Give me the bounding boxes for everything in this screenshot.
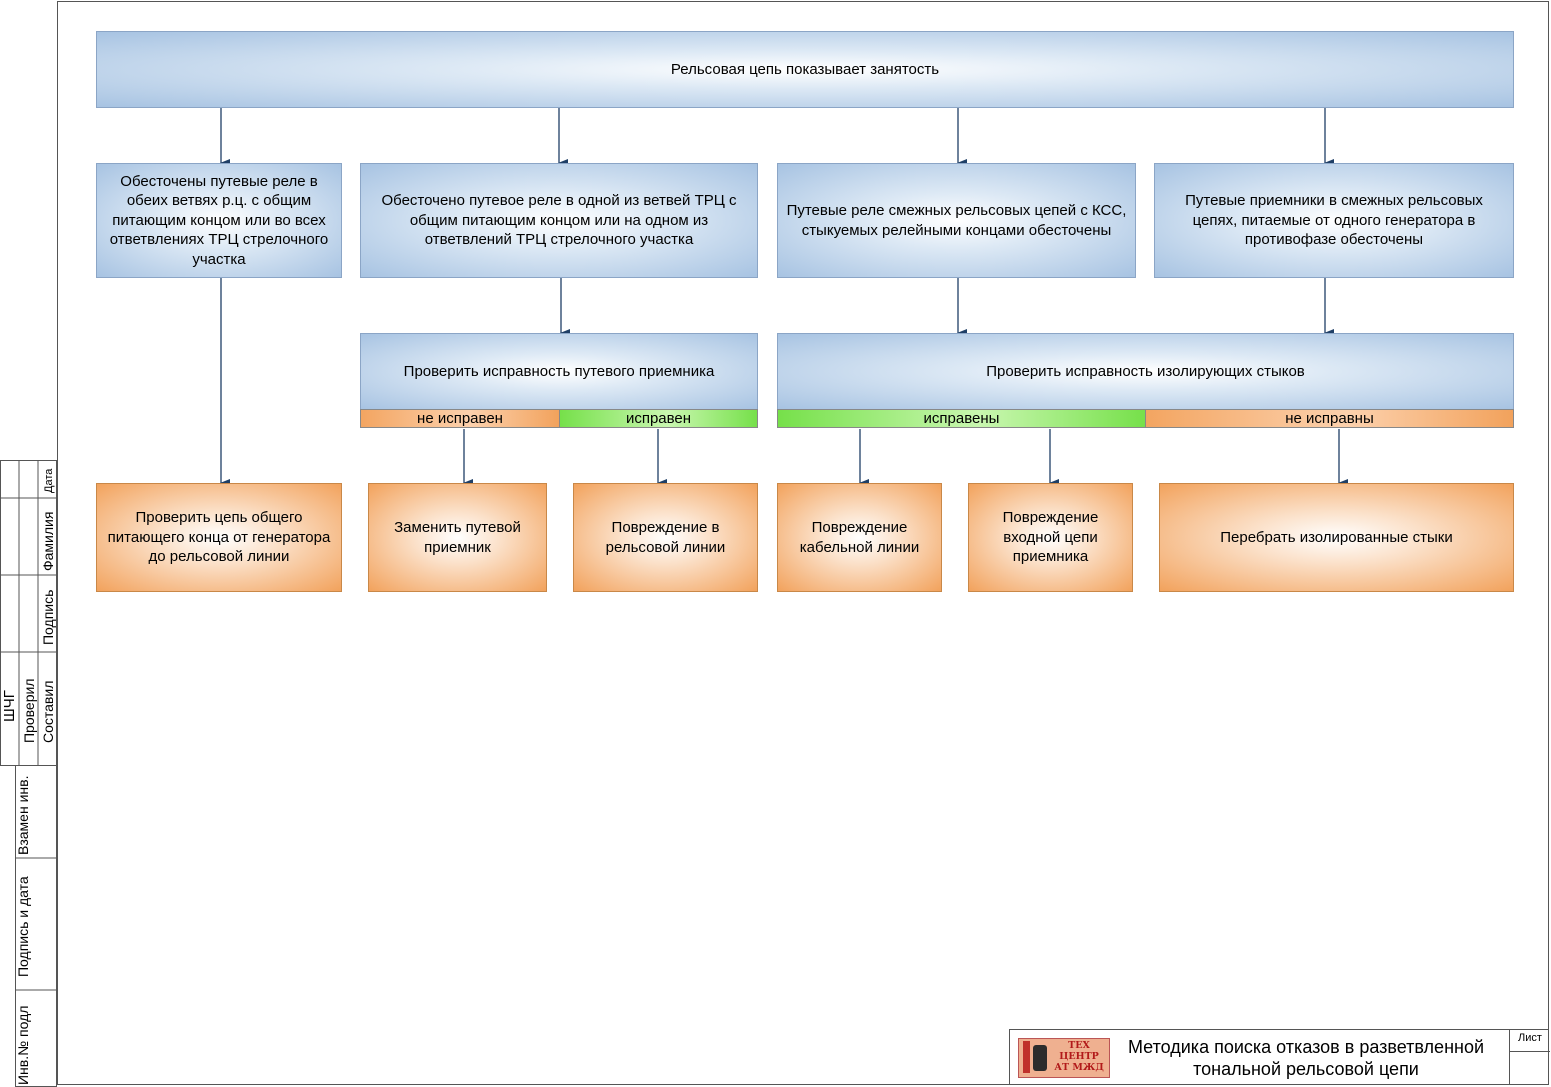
sheet-cell: Лист	[1509, 1029, 1550, 1052]
condition-node-2: Обесточено путевое реле в одной из ветве…	[360, 163, 758, 278]
result-node-6: Перебрать изолированные стыки	[1159, 483, 1514, 592]
logo-signal-head-icon	[1033, 1045, 1047, 1071]
stamp-inv-orig-label: Инв.№ подл	[15, 1005, 31, 1085]
result-node-1: Проверить цепь общего питающего конца от…	[96, 483, 342, 592]
result-node-5: Повреждение входной цепи приемника	[968, 483, 1133, 592]
sheet-label: Лист	[1518, 1032, 1542, 1044]
drawing-frame	[57, 1, 1549, 1085]
condition-node-3: Путевые реле смежных рельсовых цепей с К…	[777, 163, 1136, 278]
stamp-signature-label: Подпись	[40, 589, 56, 645]
logo-line-2: ЦЕНТР	[1059, 1051, 1099, 1062]
side-stamp: Дата Фамилия Подпись Составил Проверил Ш…	[0, 460, 57, 1087]
stamp-checked-label: Проверил	[21, 678, 37, 743]
document-title-line-2: тональной рельсовой цепи	[1193, 1059, 1419, 1079]
title-block: ТЕХ ЦЕНТР АТ МЖД Методика поиска отказов…	[1009, 1029, 1550, 1085]
receiver-good-outcome: исправен	[559, 409, 758, 428]
stamp-date-label: Дата	[43, 468, 55, 493]
top-node: Рельсовая цепь показывает занятость	[96, 31, 1514, 108]
stamp-compiled-label: Составил	[40, 680, 56, 743]
condition-node-1: Обесточены путевые реле в обеих ветвях р…	[96, 163, 342, 278]
company-logo: ТЕХ ЦЕНТР АТ МЖД	[1018, 1038, 1110, 1078]
check-receiver-node: Проверить исправность путевого приемника	[360, 333, 758, 410]
document-title-line-1: Методика поиска отказов в разветвленной	[1127, 1037, 1485, 1057]
document-title: Методика поиска отказов в разветвленной …	[1110, 1036, 1502, 1080]
joints-good-outcome: исправены	[777, 409, 1146, 428]
sheet-number-cell	[1509, 1051, 1550, 1085]
check-joints-node: Проверить исправность изолирующих стыков	[777, 333, 1514, 410]
stamp-replace-inv-label: Взамен инв.	[15, 775, 31, 855]
logo-line-1: ТЕХ	[1068, 1040, 1090, 1051]
result-node-4: Повреждение кабельной линии	[777, 483, 942, 592]
result-node-2: Заменить путевой приемник	[368, 483, 547, 592]
stamp-surname-label: Фамилия	[40, 511, 56, 571]
stamp-org-label: ШЧГ	[1, 690, 18, 722]
condition-node-4: Путевые приемники в смежных рельсовых це…	[1154, 163, 1514, 278]
logo-traffic-light-icon	[1023, 1041, 1030, 1073]
receiver-bad-outcome: не исправен	[360, 409, 560, 428]
stamp-sign-date-label: Подпись и дата	[15, 876, 31, 977]
result-node-3: Повреждение в рельсовой линии	[573, 483, 758, 592]
joints-bad-outcome: не исправны	[1145, 409, 1514, 428]
logo-line-3: АТ МЖД	[1054, 1062, 1104, 1073]
